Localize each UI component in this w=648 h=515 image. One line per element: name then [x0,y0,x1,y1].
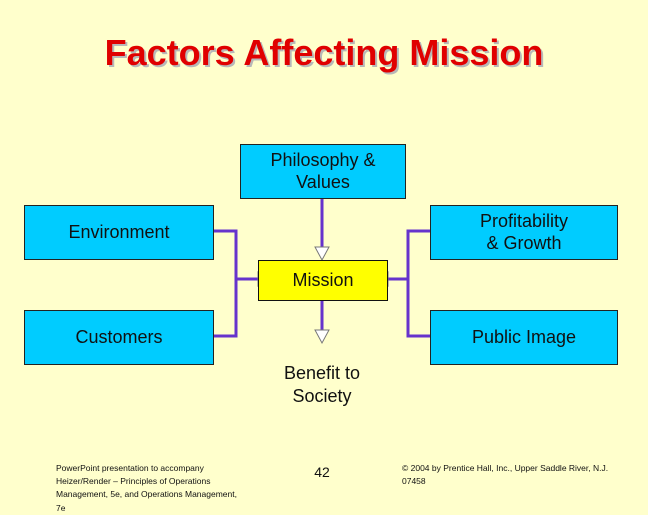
arrowhead-down-to-benefit [314,329,330,345]
node-customers: Customers [24,310,214,365]
node-profitability-growth: Profitability & Growth [430,205,618,260]
page-number: 42 [314,464,330,480]
footer-citation: PowerPoint presentation to accompany Hei… [56,463,237,513]
node-benefit-to-society: Benefit to Society [283,363,361,407]
node-philosophy-values: Philosophy & Values [240,144,406,199]
connector-left-bracket [214,229,238,338]
connector-right-bracket [406,229,430,338]
node-public-image: Public Image [430,310,618,365]
footer-copyright: © 2004 by Prentice Hall, Inc., Upper Sad… [402,463,609,487]
node-environment: Environment [24,205,214,260]
arrowhead-down-to-mission [314,246,330,262]
node-mission: Mission [258,260,388,301]
page-title: Factors Affecting Mission [104,32,544,73]
